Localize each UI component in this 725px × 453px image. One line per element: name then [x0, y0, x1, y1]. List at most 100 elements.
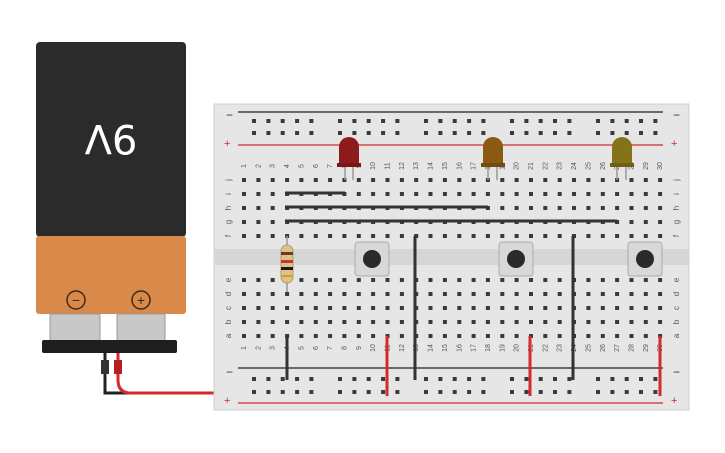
terminal-hole[interactable]	[256, 320, 261, 324]
terminal-hole[interactable]	[557, 278, 562, 282]
pushbutton-2-cap[interactable]	[507, 250, 525, 268]
rail-hole[interactable]	[280, 390, 285, 394]
rail-hole[interactable]	[653, 390, 658, 394]
terminal-hole[interactable]	[615, 278, 620, 282]
terminal-hole[interactable]	[342, 292, 347, 296]
terminal-hole[interactable]	[586, 178, 591, 182]
terminal-hole[interactable]	[514, 178, 519, 182]
terminal-hole[interactable]	[428, 192, 433, 196]
terminal-hole[interactable]	[270, 306, 275, 310]
terminal-hole[interactable]	[270, 192, 275, 196]
terminal-hole[interactable]	[615, 334, 620, 338]
terminal-hole[interactable]	[471, 192, 476, 196]
terminal-hole[interactable]	[615, 320, 620, 324]
terminal-hole[interactable]	[285, 292, 290, 296]
terminal-hole[interactable]	[371, 292, 376, 296]
terminal-hole[interactable]	[572, 206, 576, 210]
terminal-hole[interactable]	[572, 192, 576, 196]
rail-hole[interactable]	[653, 377, 658, 381]
terminal-hole[interactable]	[299, 278, 304, 282]
terminal-hole[interactable]	[485, 234, 490, 238]
battery-wire-red[interactable]	[116, 353, 242, 395]
terminal-hole[interactable]	[342, 278, 347, 282]
rail-hole[interactable]	[280, 377, 285, 381]
terminal-hole[interactable]	[414, 192, 419, 196]
terminal-hole[interactable]	[485, 292, 490, 296]
rail-hole[interactable]	[366, 390, 371, 394]
terminal-hole[interactable]	[256, 192, 261, 196]
terminal-hole[interactable]	[615, 192, 620, 196]
rail-hole[interactable]	[610, 119, 615, 123]
terminal-hole[interactable]	[299, 320, 304, 324]
led-orange[interactable]	[481, 137, 505, 180]
terminal-hole[interactable]	[629, 306, 634, 310]
terminal-hole[interactable]	[442, 306, 447, 310]
terminal-hole[interactable]	[629, 178, 634, 182]
terminal-hole[interactable]	[600, 292, 605, 296]
rail-hole[interactable]	[395, 390, 400, 394]
terminal-hole[interactable]	[543, 306, 548, 310]
terminal-hole[interactable]	[485, 320, 490, 324]
terminal-hole[interactable]	[600, 334, 605, 338]
terminal-hole[interactable]	[399, 278, 404, 282]
rail-hole[interactable]	[252, 119, 256, 123]
terminal-hole[interactable]	[643, 334, 648, 338]
terminal-hole[interactable]	[270, 220, 275, 224]
terminal-hole[interactable]	[500, 320, 505, 324]
rail-hole[interactable]	[395, 377, 400, 381]
rail-hole[interactable]	[252, 131, 256, 135]
rail-hole[interactable]	[510, 131, 514, 135]
terminal-hole[interactable]	[428, 320, 433, 324]
terminal-hole[interactable]	[643, 320, 648, 324]
terminal-hole[interactable]	[328, 306, 333, 310]
terminal-hole[interactable]	[457, 292, 462, 296]
terminal-hole[interactable]	[529, 192, 533, 196]
terminal-hole[interactable]	[557, 320, 562, 324]
rail-hole[interactable]	[639, 119, 643, 123]
terminal-hole[interactable]	[342, 334, 347, 338]
terminal-hole[interactable]	[572, 178, 576, 182]
terminal-hole[interactable]	[471, 306, 476, 310]
terminal-hole[interactable]	[242, 320, 246, 324]
terminal-hole[interactable]	[256, 234, 261, 238]
terminal-hole[interactable]	[658, 178, 663, 182]
terminal-hole[interactable]	[557, 334, 562, 338]
terminal-hole[interactable]	[256, 278, 261, 282]
terminal-hole[interactable]	[500, 234, 505, 238]
terminal-hole[interactable]	[615, 234, 620, 238]
terminal-hole[interactable]	[285, 320, 290, 324]
terminal-hole[interactable]	[242, 206, 246, 210]
breadboard-holes[interactable]	[242, 119, 663, 394]
terminal-hole[interactable]	[342, 306, 347, 310]
rail-hole[interactable]	[467, 377, 472, 381]
rail-hole[interactable]	[481, 119, 486, 123]
terminal-hole[interactable]	[371, 192, 376, 196]
rail-hole[interactable]	[481, 131, 486, 135]
pushbutton-3-cap[interactable]	[636, 250, 654, 268]
terminal-hole[interactable]	[643, 306, 648, 310]
rail-hole[interactable]	[553, 390, 557, 394]
terminal-hole[interactable]	[658, 220, 663, 224]
terminal-hole[interactable]	[514, 234, 519, 238]
terminal-hole[interactable]	[399, 320, 404, 324]
terminal-hole[interactable]	[270, 278, 275, 282]
terminal-hole[interactable]	[629, 320, 634, 324]
rail-hole[interactable]	[452, 377, 457, 381]
terminal-hole[interactable]	[371, 306, 376, 310]
terminal-hole[interactable]	[242, 292, 246, 296]
terminal-hole[interactable]	[371, 278, 376, 282]
terminal-hole[interactable]	[399, 292, 404, 296]
rail-hole[interactable]	[596, 131, 600, 135]
terminal-hole[interactable]	[399, 334, 404, 338]
terminal-hole[interactable]	[313, 306, 318, 310]
terminal-hole[interactable]	[586, 278, 591, 282]
terminal-hole[interactable]	[256, 306, 261, 310]
terminal-hole[interactable]	[514, 192, 519, 196]
rail-hole[interactable]	[596, 119, 600, 123]
terminal-hole[interactable]	[356, 192, 361, 196]
terminal-hole[interactable]	[356, 278, 361, 282]
rail-hole[interactable]	[639, 390, 643, 394]
terminal-hole[interactable]	[529, 292, 533, 296]
terminal-hole[interactable]	[328, 234, 333, 238]
terminal-hole[interactable]	[313, 334, 318, 338]
